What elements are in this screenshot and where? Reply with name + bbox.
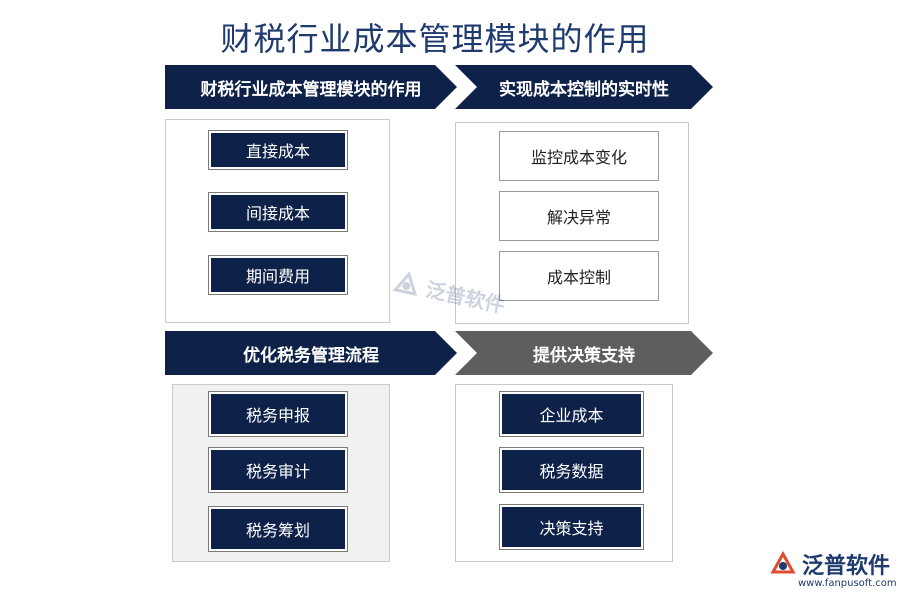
banner-decision-support: 提供决策支持 <box>455 331 713 375</box>
logo-text: 泛普软件 <box>802 554 891 579</box>
node-direct-cost: 直接成本 <box>208 130 348 170</box>
node-tax-audit: 税务审计 <box>208 447 348 493</box>
banner-cost-module-role: 财税行业成本管理模块的作用 <box>165 65 457 109</box>
node-resolve-exception: 解决异常 <box>499 191 659 241</box>
banner-label: 实现成本控制的实时性 <box>499 79 669 100</box>
fanpu-logo-icon <box>392 270 418 296</box>
banner-label: 提供决策支持 <box>533 345 635 366</box>
node-cost-control: 成本控制 <box>499 251 659 301</box>
watermark: 泛普软件 <box>390 266 508 318</box>
logo-url: www.fanpusoft.com <box>798 578 897 589</box>
node-indirect-cost: 间接成本 <box>208 192 348 232</box>
node-tax-planning: 税务筹划 <box>208 506 348 552</box>
node-period-expense: 期间费用 <box>208 255 348 295</box>
node-enterprise-cost: 企业成本 <box>499 391 644 437</box>
banner-realtime-control: 实现成本控制的实时性 <box>455 65 713 109</box>
page-title: 财税行业成本管理模块的作用 <box>220 20 650 58</box>
brand-logo: 泛普软件 www.fanpusoft.com <box>770 548 897 589</box>
node-tax-data: 税务数据 <box>499 447 644 493</box>
fanpu-logo-icon <box>770 551 796 574</box>
node-decision-support: 决策支持 <box>499 504 644 550</box>
banner-tax-process: 优化税务管理流程 <box>165 331 457 375</box>
banner-label: 财税行业成本管理模块的作用 <box>200 79 422 100</box>
banner-label: 优化税务管理流程 <box>243 345 379 366</box>
node-tax-declaration: 税务申报 <box>208 391 348 437</box>
node-monitor-cost-change: 监控成本变化 <box>499 131 659 181</box>
